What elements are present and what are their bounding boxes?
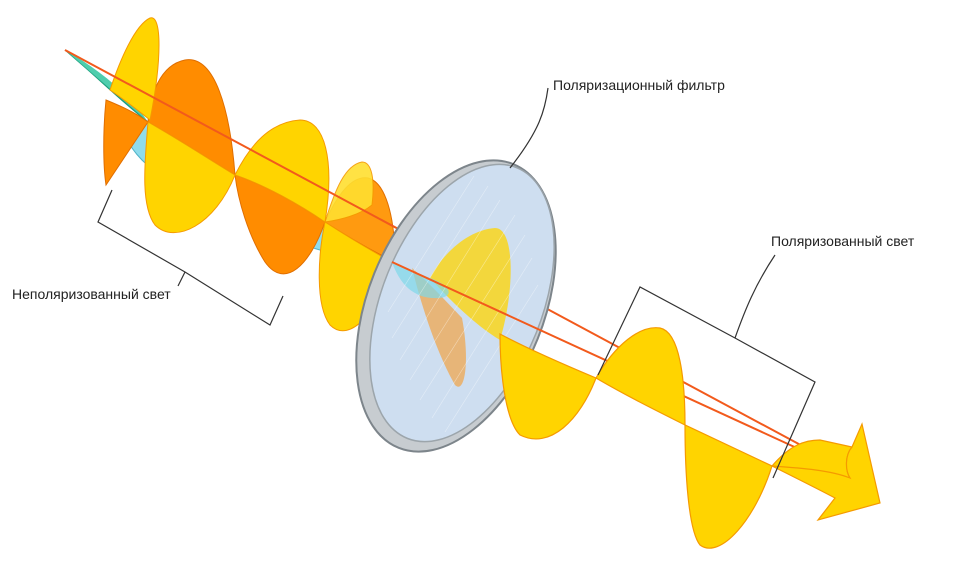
filtered-orange-wave <box>412 268 466 387</box>
filter-texture <box>387 175 539 433</box>
yellow-wave-3 <box>234 119 330 223</box>
unpolarized-waves <box>64 17 396 332</box>
polarized-lobe-1 <box>499 333 597 440</box>
filtered-cyan-wave <box>392 262 449 299</box>
unpolarized-bracket-tick <box>177 271 186 287</box>
polarized-lobe-2 <box>595 327 686 426</box>
filtered-yellow-wave <box>430 228 511 340</box>
annotation-lines <box>97 87 816 479</box>
yellow-wave-5 <box>324 161 374 223</box>
polarizing-filter-label: Поляризационный фильтр <box>553 77 725 93</box>
polarized-lobe-3 <box>684 424 773 549</box>
yellow-wave-2 <box>144 121 236 234</box>
polarized-wave <box>499 327 881 549</box>
unpolarized-light-label: Неполяризованный свет <box>12 286 171 302</box>
arrow-head-icon <box>771 422 881 522</box>
polarized-leader-line <box>734 254 776 339</box>
teal-wave-2 <box>65 50 148 122</box>
polarized-light-label: Поляризованный свет <box>771 233 915 249</box>
orange-wave-1 <box>103 99 149 187</box>
filter-leader-line <box>509 87 549 169</box>
